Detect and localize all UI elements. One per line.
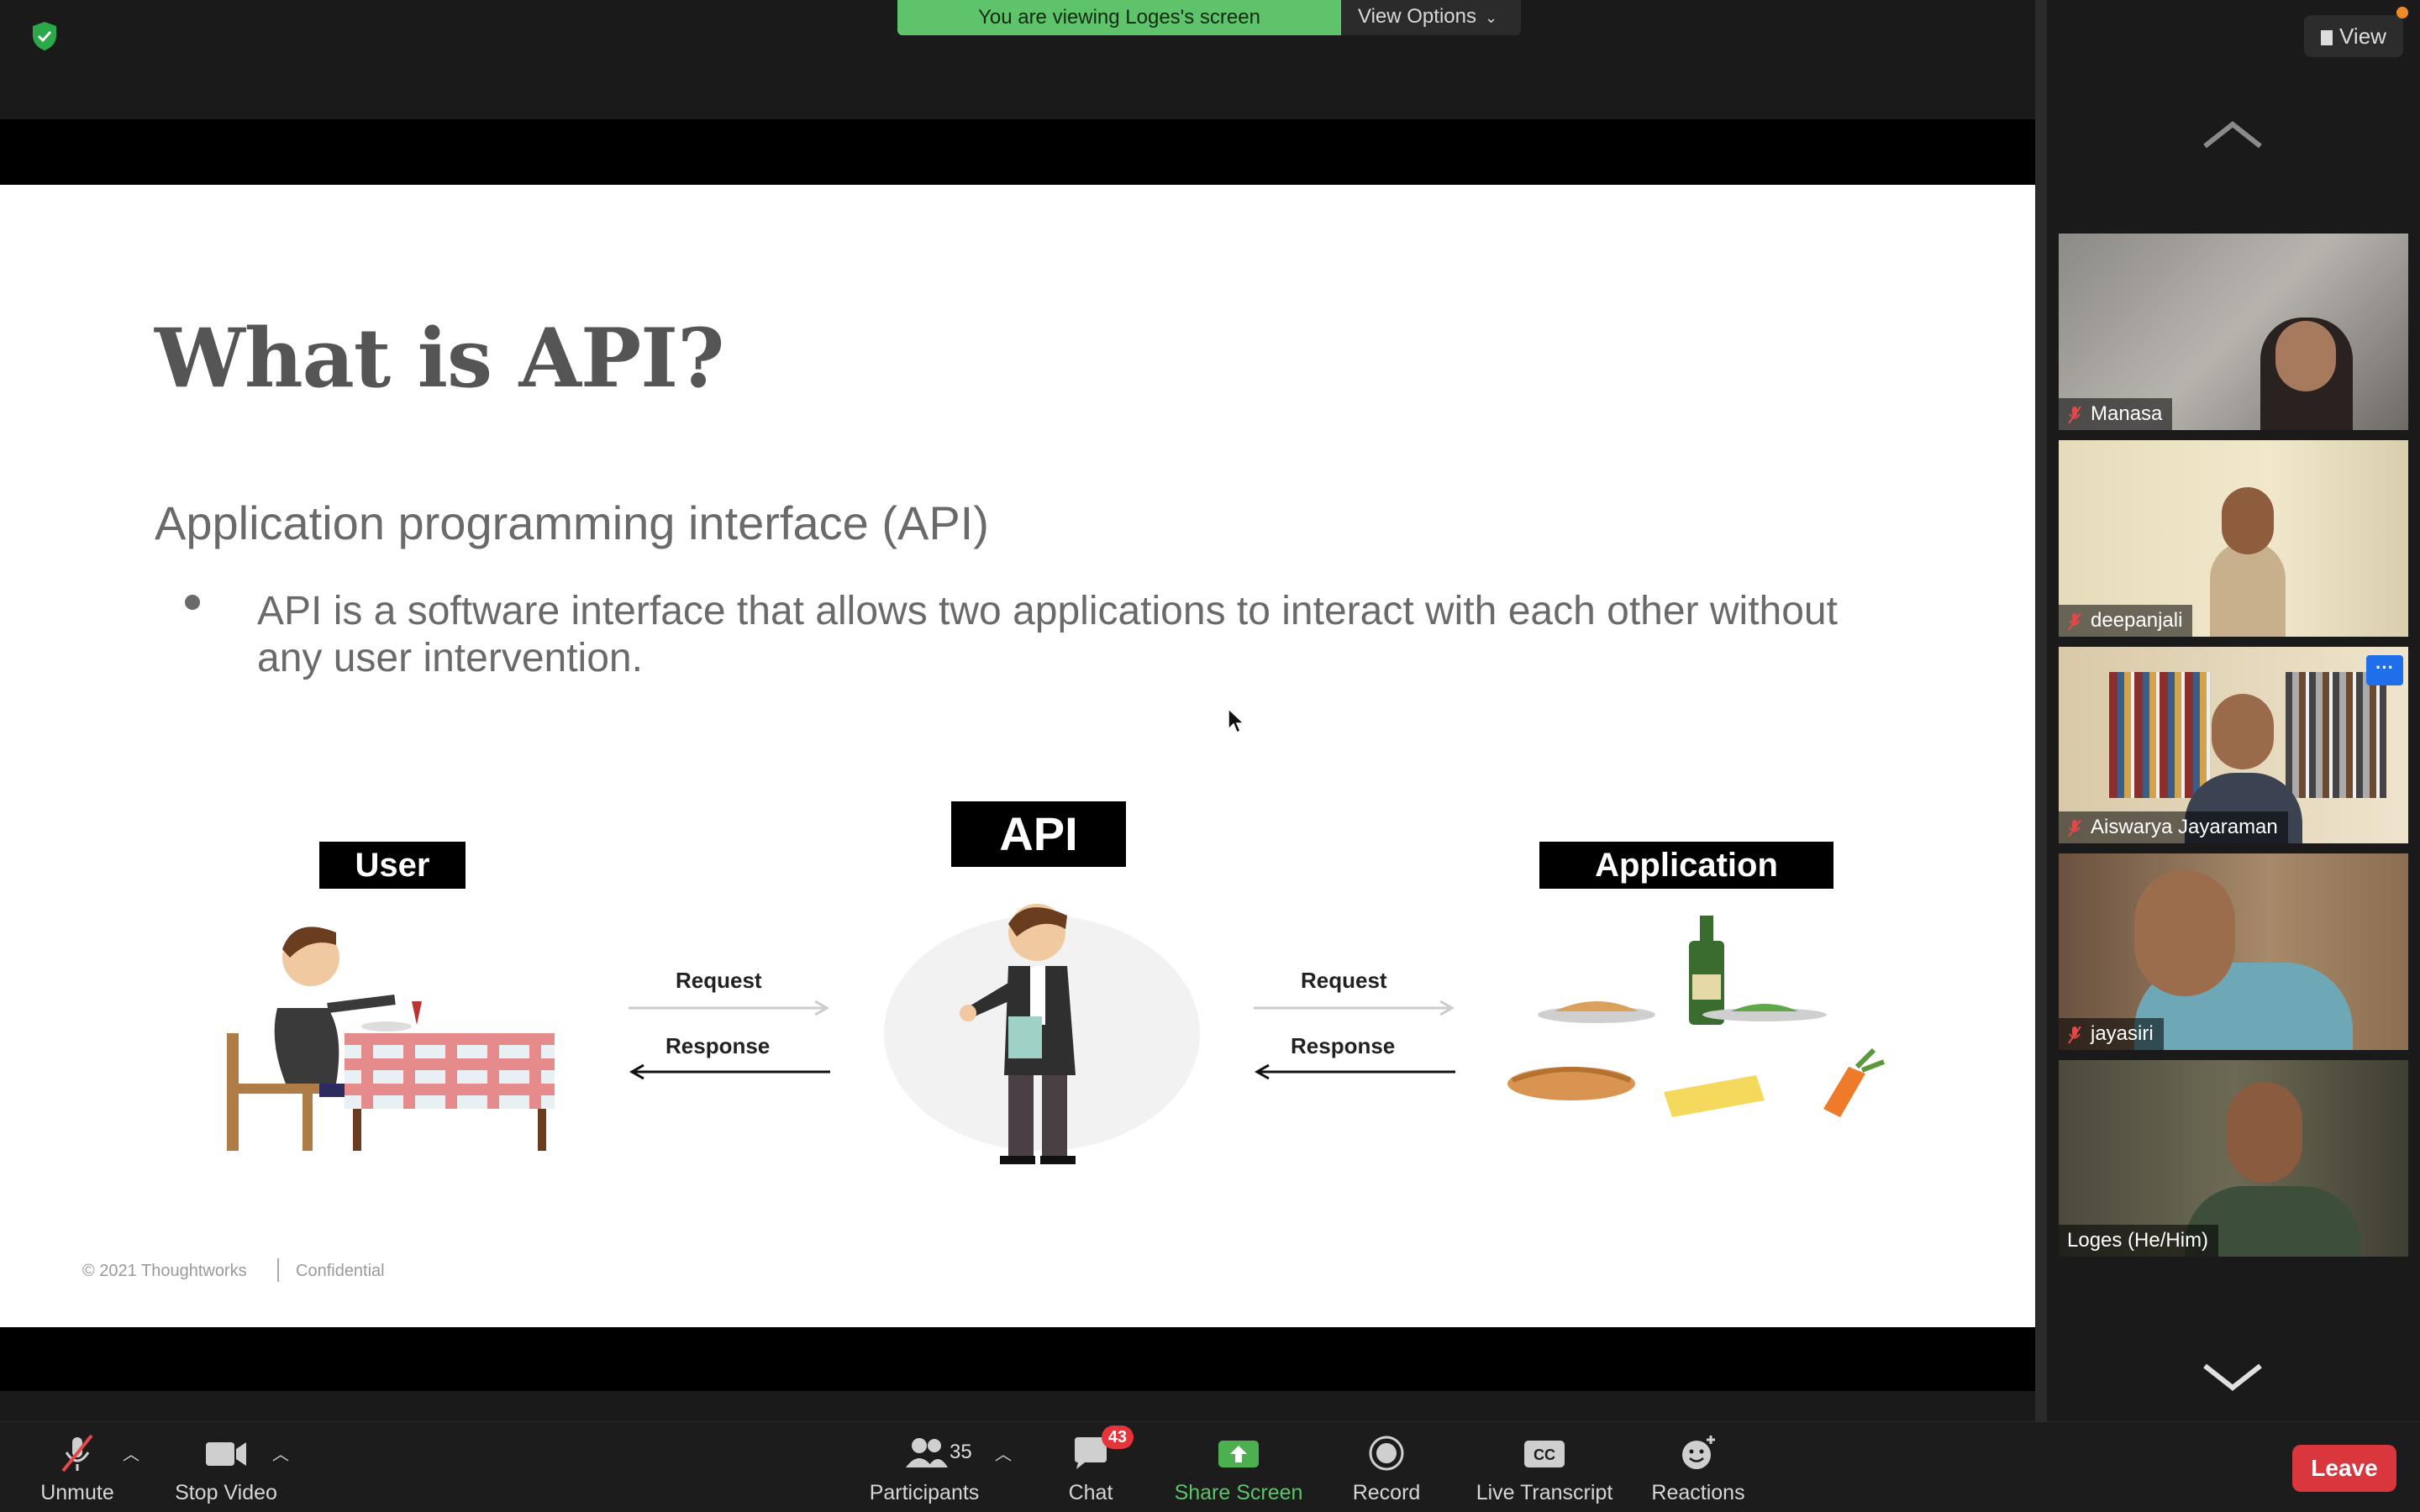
diagram-application-label: Application bbox=[1539, 842, 1833, 889]
muted-mic-icon bbox=[2068, 1026, 2081, 1044]
letterbox-bottom bbox=[0, 1327, 2035, 1391]
bookshelf bbox=[2109, 672, 2210, 798]
video-tile-jayasiri[interactable]: jayasiri bbox=[2059, 853, 2408, 1050]
video-tile-manasa[interactable]: Manasa bbox=[2059, 234, 2408, 430]
chevron-down-icon[interactable] bbox=[2202, 1361, 2264, 1394]
muted-microphone-icon bbox=[61, 1434, 93, 1473]
slide-bullet-text: API is a software interface that allows … bbox=[257, 589, 1838, 680]
participants-icon bbox=[906, 1438, 948, 1467]
muted-mic-icon bbox=[2068, 406, 2081, 424]
response-arrow-right-icon bbox=[1254, 1063, 1455, 1080]
participant-name-tag: jayasiri bbox=[2059, 1018, 2164, 1050]
view-button-label: View bbox=[2339, 24, 2386, 49]
slide-title: What is API? bbox=[155, 311, 724, 406]
muted-mic-icon bbox=[2068, 612, 2081, 631]
video-tile-aiswarya-jayaraman[interactable]: ··· Aiswarya Jayaraman bbox=[2059, 647, 2408, 843]
audio-options-caret-icon[interactable]: ︿ bbox=[123, 1446, 139, 1464]
participant-face bbox=[2275, 321, 2336, 391]
muted-mic-icon bbox=[2068, 819, 2081, 837]
chevron-down-icon: ⌄ bbox=[1484, 9, 1498, 26]
response-label-left: Response bbox=[666, 1033, 771, 1058]
response-label-right: Response bbox=[1291, 1033, 1396, 1058]
diagram-user-label: User bbox=[319, 842, 466, 889]
chat-unread-badge: 43 bbox=[1101, 1425, 1134, 1449]
view-options-button[interactable]: View Options ⌄ bbox=[1341, 0, 1521, 35]
meeting-top-bar: You are viewing Loges's screen View Opti… bbox=[0, 0, 2035, 119]
video-options-caret-icon[interactable]: ︿ bbox=[272, 1446, 289, 1464]
request-label-right: Request bbox=[1301, 968, 1387, 993]
stop-video-button[interactable]: Stop Video bbox=[171, 1432, 281, 1505]
presentation-slide: What is API? Application programming int… bbox=[0, 185, 2035, 1327]
reactions-label: Reactions bbox=[1651, 1481, 1745, 1504]
view-options-label: View Options bbox=[1358, 5, 1476, 28]
diagram-api-label: API bbox=[951, 801, 1126, 867]
participant-face bbox=[2222, 487, 2274, 554]
record-icon bbox=[1369, 1436, 1404, 1471]
viewing-screen-banner: You are viewing Loges's screen bbox=[897, 0, 1341, 35]
video-camera-icon bbox=[206, 1442, 246, 1466]
meeting-toolbar: Unmute ︿ Stop Video ︿ 35 Participants ︿ bbox=[0, 1421, 2420, 1512]
letterbox-top bbox=[0, 119, 2035, 185]
waiter-api-illustration bbox=[884, 904, 1200, 1164]
svg-text:CC: CC bbox=[1534, 1446, 1555, 1463]
video-tile-loges[interactable]: Loges (He/Him) bbox=[2059, 1060, 2408, 1257]
chevron-up-icon[interactable] bbox=[2202, 118, 2264, 151]
unmute-button[interactable]: Unmute bbox=[34, 1432, 121, 1505]
participants-label: Participants bbox=[869, 1481, 980, 1504]
chat-bubble-icon bbox=[1075, 1437, 1107, 1469]
stop-video-label: Stop Video bbox=[175, 1481, 277, 1504]
chat-button[interactable]: 43 Chat bbox=[1057, 1425, 1134, 1505]
video-tile-deepanjali[interactable]: deepanjali bbox=[2059, 440, 2408, 637]
reactions-smiley-icon bbox=[1682, 1436, 1715, 1469]
request-arrow-right-icon bbox=[1254, 1000, 1455, 1016]
live-transcript-button[interactable]: CC Live Transcript bbox=[1469, 1432, 1620, 1505]
bookshelf bbox=[2286, 672, 2386, 798]
participant-name-tag: Loges (He/Him) bbox=[2059, 1225, 2219, 1257]
shared-screen-area: You are viewing Loges's screen View Opti… bbox=[0, 0, 2035, 1391]
participant-silhouette bbox=[2210, 541, 2286, 637]
live-transcript-label: Live Transcript bbox=[1476, 1481, 1613, 1504]
participants-count: 35 bbox=[950, 1441, 972, 1463]
share-screen-icon bbox=[1218, 1441, 1259, 1467]
participant-name-tag: Aiswarya Jayaraman bbox=[2059, 811, 2288, 843]
participant-name-tag: deepanjali bbox=[2059, 605, 2193, 637]
participant-face bbox=[2134, 870, 2235, 996]
participants-button[interactable]: 35 Participants bbox=[865, 1432, 983, 1505]
notification-dot bbox=[2396, 7, 2408, 18]
view-layout-button[interactable]: View bbox=[2304, 15, 2403, 57]
bullet-point bbox=[185, 595, 200, 610]
reactions-button[interactable]: Reactions bbox=[1644, 1432, 1753, 1505]
record-button[interactable]: Record bbox=[1344, 1432, 1428, 1505]
request-label-left: Request bbox=[676, 968, 762, 993]
leave-meeting-button[interactable]: Leave bbox=[2292, 1445, 2396, 1492]
grid-layout-icon bbox=[2321, 30, 2333, 46]
slide-footer-copyright: © 2021 Thoughtworks bbox=[82, 1262, 247, 1280]
response-arrow-left-icon bbox=[629, 1063, 830, 1080]
more-options-button[interactable]: ··· bbox=[2366, 655, 2403, 685]
closed-caption-icon: CC bbox=[1524, 1441, 1565, 1467]
slide-subtitle: Application programming interface (API) bbox=[155, 496, 989, 549]
user-dining-illustration bbox=[227, 927, 555, 1151]
panel-resize-handle[interactable] bbox=[2035, 0, 2047, 1421]
request-arrow-left-icon bbox=[629, 1000, 830, 1016]
mouse-cursor-icon bbox=[1228, 707, 1245, 734]
footer-divider bbox=[277, 1258, 279, 1282]
food-application-illustration bbox=[1507, 916, 1886, 1117]
chat-label: Chat bbox=[1068, 1481, 1113, 1504]
unmute-label: Unmute bbox=[40, 1481, 114, 1504]
slide-footer-confidential: Confidential bbox=[296, 1262, 385, 1280]
share-screen-label: Share Screen bbox=[1174, 1481, 1303, 1504]
participant-face bbox=[2227, 1082, 2302, 1183]
security-shield-icon[interactable] bbox=[30, 20, 59, 52]
participants-options-caret-icon[interactable]: ︿ bbox=[995, 1446, 1012, 1464]
participant-name-tag: Manasa bbox=[2059, 398, 2173, 430]
record-label: Record bbox=[1352, 1481, 1421, 1504]
share-screen-button[interactable]: Share Screen bbox=[1171, 1432, 1306, 1505]
participant-face bbox=[2212, 694, 2274, 769]
